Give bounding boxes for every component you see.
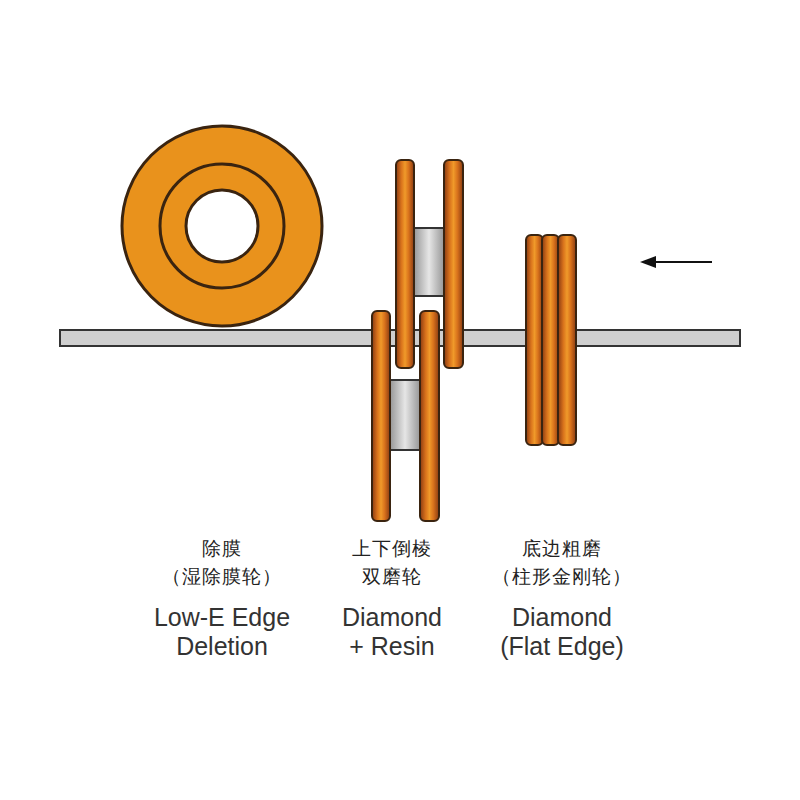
flat-edge-wheel <box>526 235 576 445</box>
lower-chamfer-wheel <box>372 311 439 521</box>
part-note-zh: （柱形金刚轮） <box>462 566 662 588</box>
part-note-zh: （湿除膜轮） <box>132 566 312 588</box>
part-name-en: Diamond + Resin <box>338 603 446 661</box>
part-name-en: Low-E Edge Deletion <box>142 603 302 661</box>
feed-arrow <box>640 256 712 268</box>
part-name-zh: 上下倒棱 <box>312 538 472 560</box>
part-name-zh: 除膜 <box>132 538 312 560</box>
edge-deletion-wheel <box>122 126 322 326</box>
part-name-zh: 底边粗磨 <box>462 538 662 560</box>
part-note-zh: 双磨轮 <box>312 566 472 588</box>
part-name-en: Diamond (Flat Edge) <box>492 603 632 661</box>
